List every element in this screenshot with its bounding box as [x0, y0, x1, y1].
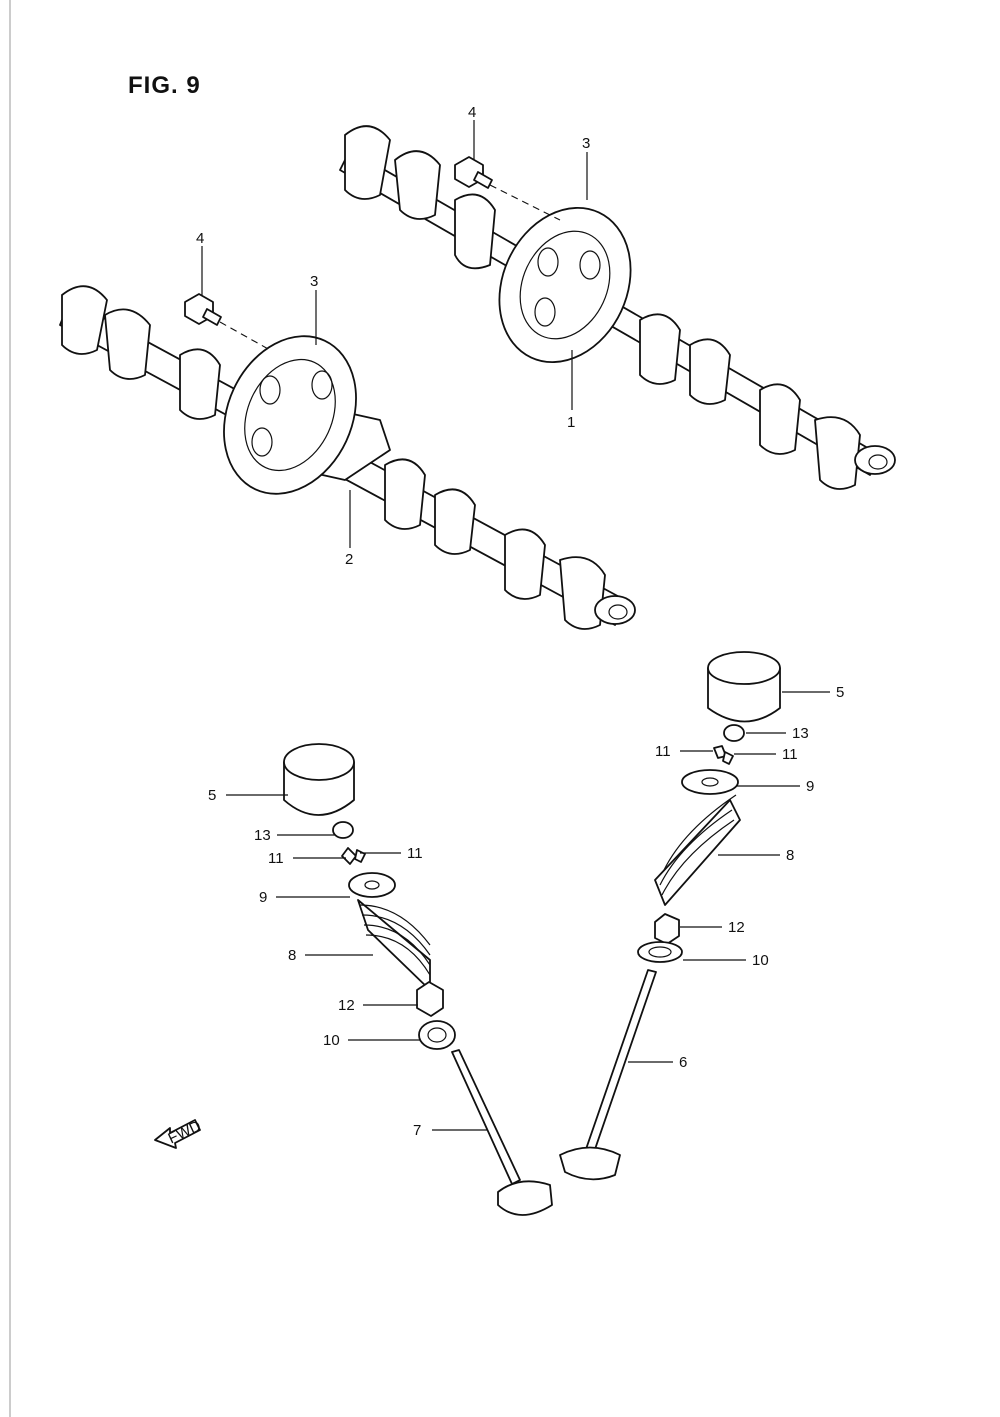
- callout-13: 13: [792, 725, 809, 742]
- callout-3: 3: [582, 135, 590, 152]
- callout-11: 11: [407, 845, 423, 862]
- callout-9: 9: [806, 778, 814, 795]
- figure-title: FIG. 9: [128, 72, 201, 99]
- callout-3: 3: [310, 273, 318, 290]
- callout-1: 1: [567, 414, 575, 431]
- callout-12: 12: [338, 997, 355, 1014]
- fwd-label: FWD: [166, 1117, 204, 1147]
- sprocket-lower: [223, 335, 357, 495]
- sprocket-upper: [498, 207, 632, 363]
- callout-10: 10: [323, 1032, 340, 1049]
- callout-13: 13: [254, 827, 271, 844]
- callout-8: 8: [288, 947, 296, 964]
- valve-assembly-right: [559, 651, 781, 1181]
- callout-11: 11: [782, 746, 798, 763]
- callout-labels: 4 3 1 4 3 2 5 13 11 11 9 8 12 10 7 5 13 …: [196, 104, 844, 1139]
- callout-5: 5: [836, 684, 844, 701]
- callout-2: 2: [345, 551, 353, 568]
- bolt-upper: [454, 156, 561, 221]
- callout-12: 12: [728, 919, 745, 936]
- callout-5: 5: [208, 787, 216, 804]
- callout-8: 8: [786, 847, 794, 864]
- callout-11: 11: [655, 743, 671, 760]
- valve-assembly-left: [283, 743, 553, 1216]
- callout-9: 9: [259, 889, 267, 906]
- leader-lines: [201, 120, 830, 1131]
- callout-11: 11: [268, 850, 284, 867]
- callout-10: 10: [752, 952, 769, 969]
- callout-4: 4: [468, 104, 476, 121]
- callout-7: 7: [413, 1122, 421, 1139]
- callout-6: 6: [679, 1054, 687, 1071]
- forward-arrow-icon: FWD: [154, 1117, 204, 1149]
- bolt-lower: [184, 293, 271, 351]
- callout-4: 4: [196, 230, 204, 247]
